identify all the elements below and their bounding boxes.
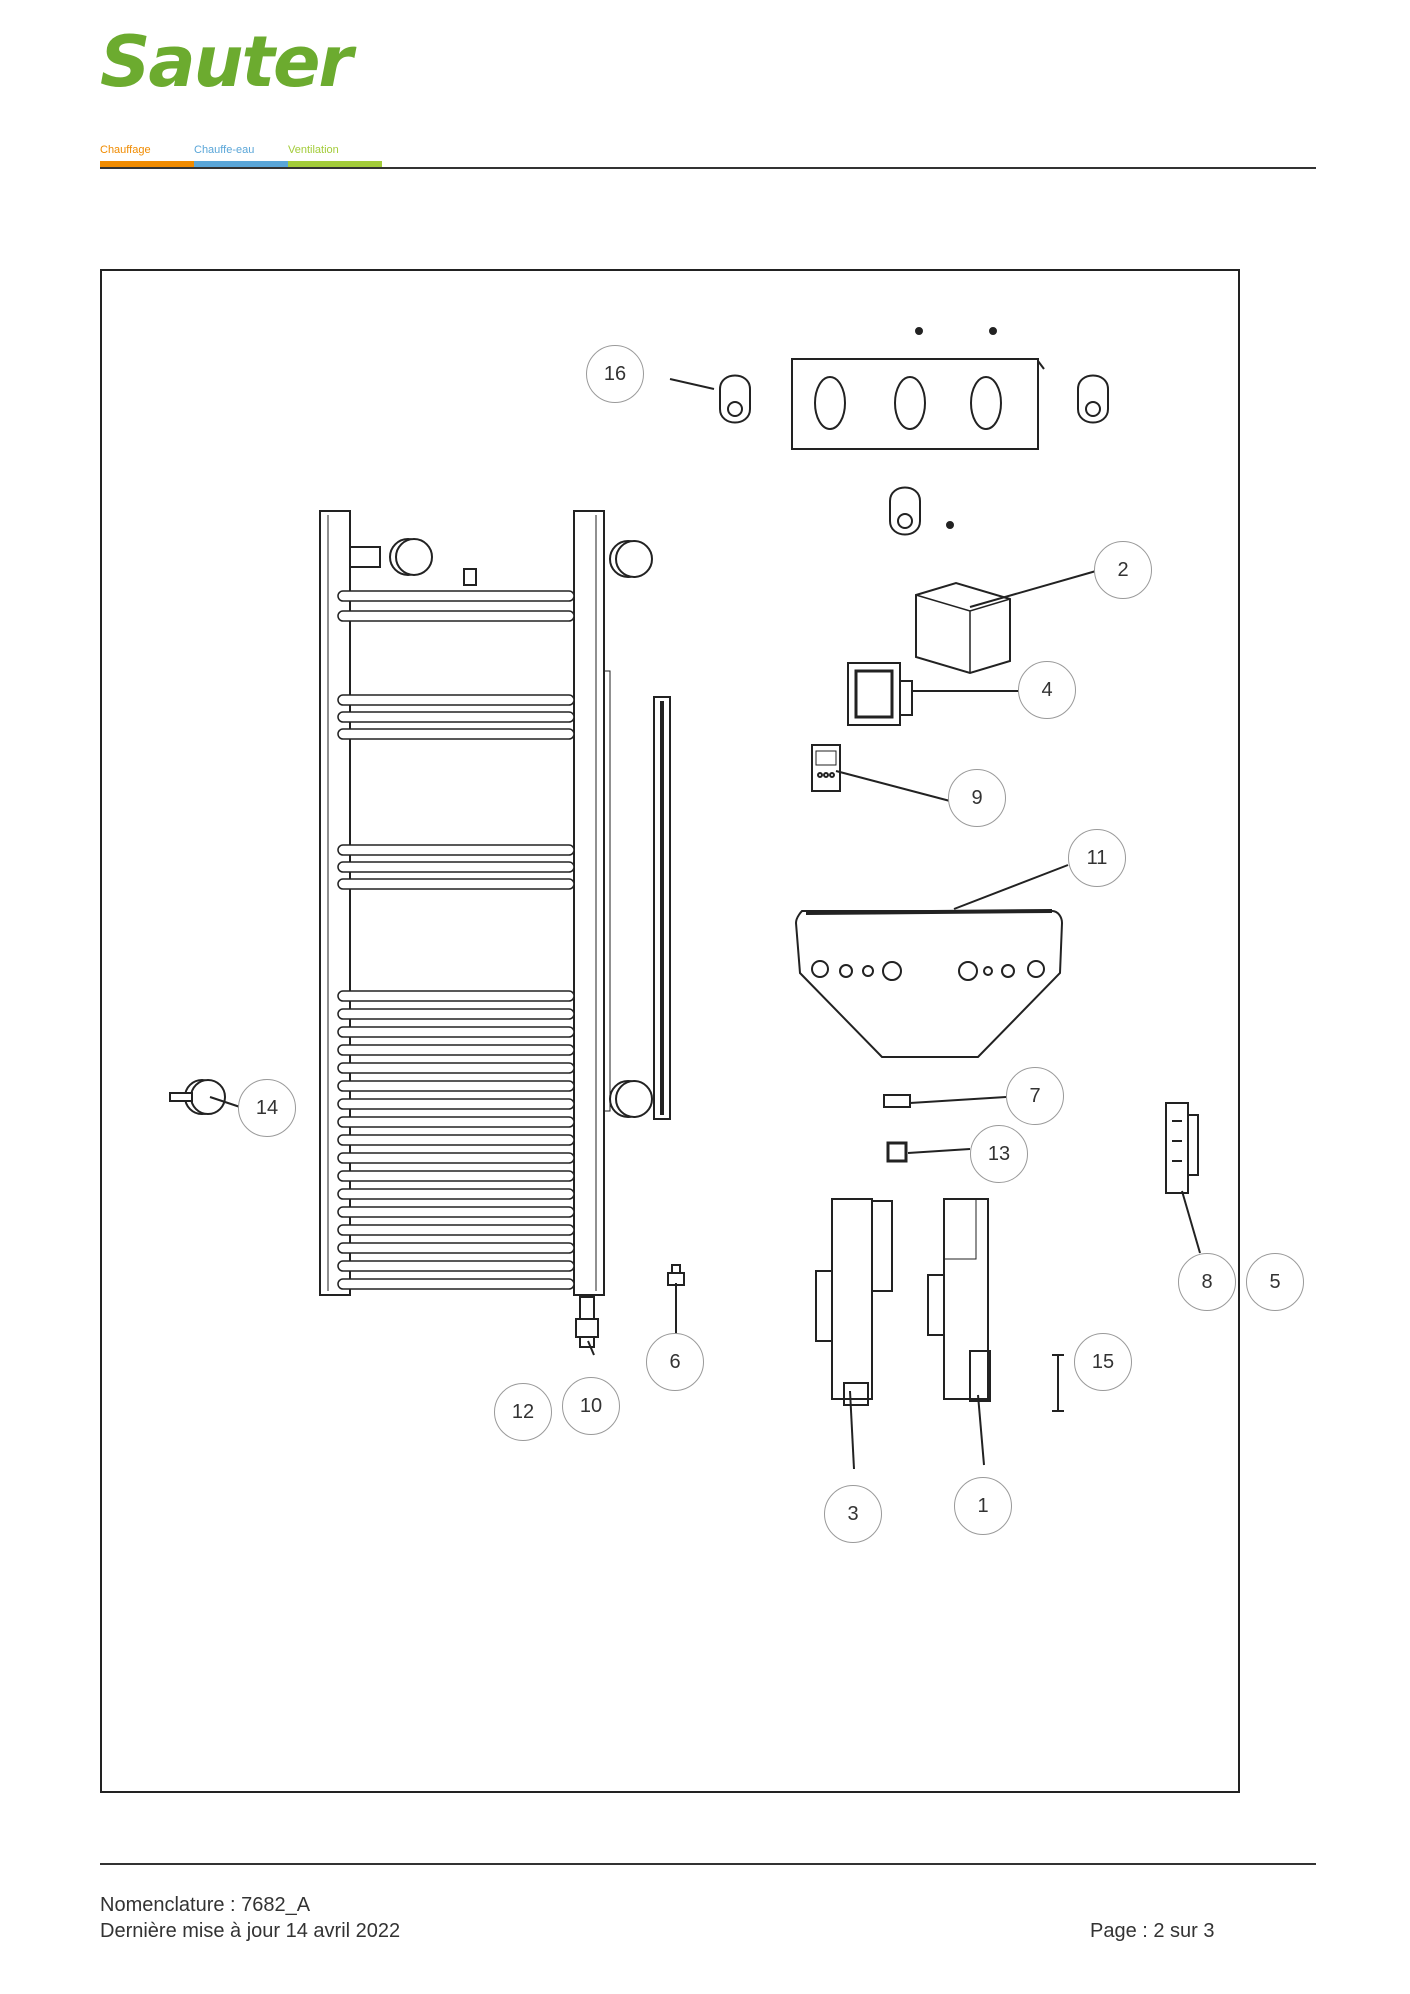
radiator-crossbar [337,1278,575,1290]
footer-rule [100,1863,1316,1865]
tab-ventilation: Ventilation [288,142,382,168]
part-13-drawing [886,1141,908,1163]
callout-12: 12 [494,1383,552,1441]
radiator-crossbar [337,1188,575,1200]
logo-wordmark: Sauter [100,21,353,103]
callout-4: 4 [1018,661,1076,719]
box-2-drawing [915,581,1011,675]
radiator-crossbar [337,590,575,602]
callout-6: 6 [646,1333,704,1391]
radiator-crossbar [337,1260,575,1272]
callout-7: 7 [1006,1067,1064,1125]
callout-13: 13 [970,1125,1028,1183]
callout-9: 9 [948,769,1006,827]
control-panel-9-drawing [811,744,841,792]
exploded-view-frame: 16 2 4 9 11 7 13 14 8 5 6 15 12 10 3 1 [100,269,1304,1793]
control-box-3-drawing [815,1198,893,1406]
control-box-1-drawing [927,1198,991,1402]
tab-ventilation-label: Ventilation [288,144,339,156]
radiator-crossbar [337,1152,575,1164]
radiator-crossbar [337,694,575,706]
last-updated-text: Dernière mise à jour 14 avril 2022 [100,1920,401,1942]
callout-2: 2 [1094,541,1152,599]
radiator-crossbar [337,711,575,723]
housing-11-drawing [794,909,1064,1058]
callout-3: 3 [824,1485,882,1543]
screw-15-drawing [1052,1354,1064,1412]
callout-1: 1 [954,1477,1012,1535]
radiator-crossbar [337,861,575,873]
leader-lines [209,378,1201,1470]
callout-10: 10 [562,1377,620,1435]
connector-6-drawing [667,1264,685,1286]
radiator-crossbar [337,990,575,1002]
callout-5: 5 [1246,1253,1304,1311]
board-8-drawing [1165,1102,1199,1194]
callout-8: 8 [1178,1253,1236,1311]
radiator-crossbar [337,1062,575,1074]
radiator-crossbar [337,1044,575,1056]
radiator-crossbar [337,1134,575,1146]
radiator-crossbar [337,1224,575,1236]
radiator-crossbar [337,1026,575,1038]
towel-radiator-drawing [319,510,671,1348]
wall-bracket-14-drawing [169,1079,226,1115]
brand-category-tabs: Chauffage Chauffe-eau Ventilation [100,142,382,168]
radiator-crossbar [337,878,575,890]
tab-chauffage-bar [100,161,194,168]
tab-chauffe-eau-label: Chauffe-eau [194,144,255,156]
wall-plate-16-drawing [719,327,1109,536]
page-number-text: Page : 2 sur 3 [1090,1920,1215,1942]
radiator-crossbar [337,1098,575,1110]
tab-chauffe-eau-bar [194,161,288,168]
tab-ventilation-bar [288,161,382,168]
radiator-crossbar [337,728,575,740]
radiator-crossbar [337,1206,575,1218]
tab-chauffage: Chauffage [100,142,194,168]
callout-15: 15 [1074,1333,1132,1391]
sauter-logo: Sauter [100,22,390,102]
callout-11: 11 [1068,829,1126,887]
radiator-crossbar [337,1242,575,1254]
tab-chauffage-label: Chauffage [100,144,151,156]
part-7-drawing [883,1094,911,1108]
radiator-crossbar [337,610,575,622]
callout-16: 16 [586,345,644,403]
radiator-crossbar [337,1116,575,1128]
exploded-view-drawing [169,327,1201,1470]
callout-14: 14 [238,1079,296,1137]
nomenclature-text: Nomenclature : 7682_A [100,1894,311,1916]
radiator-crossbar [337,844,575,856]
tab-chauffe-eau: Chauffe-eau [194,142,288,168]
radiator-crossbar [337,1080,575,1092]
header-rule [100,167,1316,169]
radiator-crossbar [337,1008,575,1020]
radiator-crossbar [337,1170,575,1182]
frame-4-drawing [847,662,913,726]
